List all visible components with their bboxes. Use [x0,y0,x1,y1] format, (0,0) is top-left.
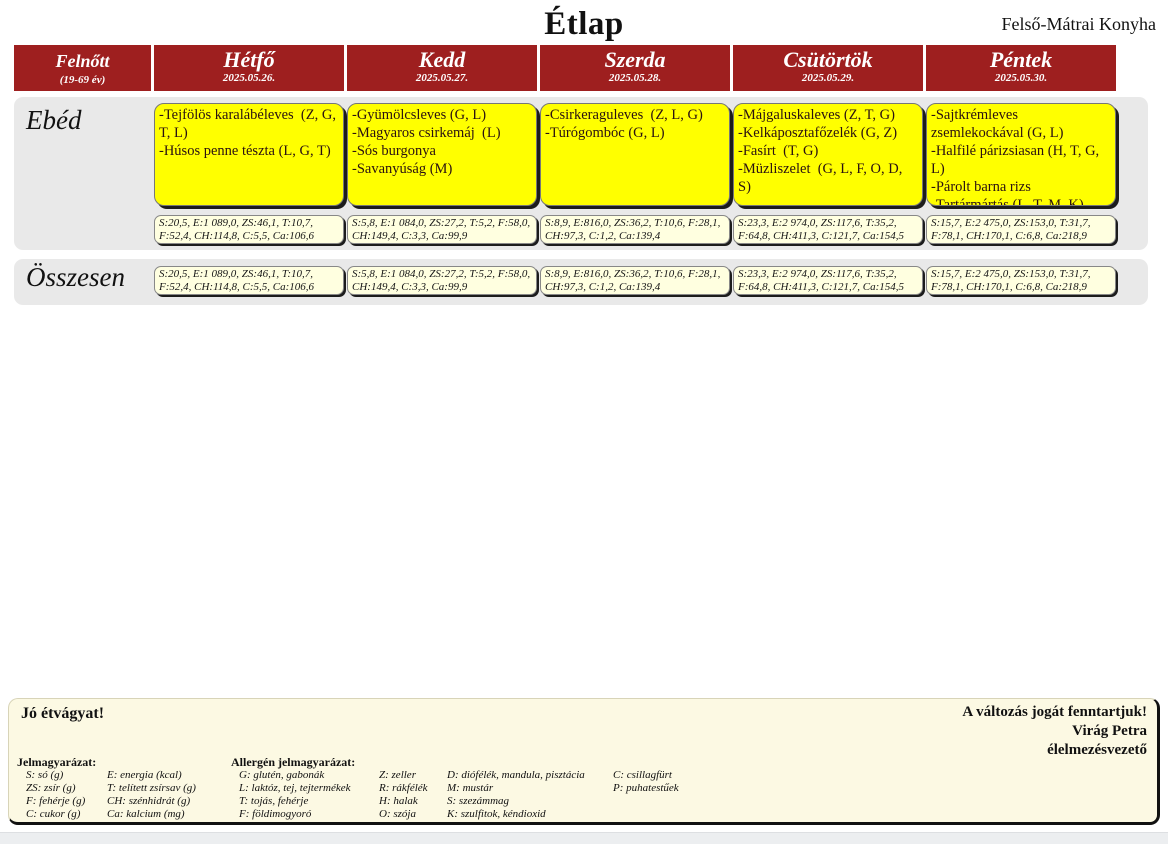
allergen-legend-title: Allergén jelmagyarázat: [231,755,356,769]
menu-box-thursday: -Májgaluskaleves (Z, T, G) -Kelkáposztaf… [733,103,923,206]
day-name: Péntek [989,47,1053,72]
age-group-name: Felnőtt [55,51,110,71]
total-row-label: Összesen [26,262,125,292]
nutrition-box-tuesday: S:5,8, E:1 084,0, ZS:27,2, T:5,2, F:58,0… [347,215,537,244]
nutrition-box-thursday: S:23,3, E:2 974,0, ZS:117,6, T:35,2, F:6… [733,215,923,244]
disclaimer-text: A változás jogát fenntartjuk! [962,704,1147,720]
total-row: Összesen S:20,5, E:1 089,0, ZS:46,1, T:1… [14,259,1148,305]
allergen-column-2: Z: zeller R: rákfélék H: halak O: szója [379,769,428,820]
signature-title: élelmezésvezető [1047,742,1147,758]
nutrition-box-monday: S:20,5, E:1 089,0, ZS:46,1, T:10,7, F:52… [154,215,344,244]
greeting-text: Jó étvágyat! [21,705,105,722]
allergen-column-3: D: diófélék, mandula, pisztácia M: mustá… [447,769,585,820]
total-nutrition-tuesday: S:5,8, E:1 084,0, ZS:27,2, T:5,2, F:58,0… [347,266,537,295]
table-header-row: Felnőtt (19-69 év) Hétfő 2025.05.26. Ked… [14,45,1116,91]
total-nutrition-thursday: S:23,3, E:2 974,0, ZS:117,6, T:35,2, F:6… [733,266,923,295]
day-date: 2025.05.29. [801,72,855,84]
page-title: Étlap [544,6,624,42]
day-date: 2025.05.28. [608,72,662,84]
allergen-column-1: G: glutén, gabonák L: laktóz, tej, tejte… [239,769,351,820]
menu-box-wednesday: -Csirkeraguleves (Z, L, G) -Túrógombóc (… [540,103,730,206]
meal-row-lunch: Ebéd -Tejfölös karalábéleves (Z, G, T, L… [14,97,1148,250]
day-date: 2025.05.26. [222,72,276,84]
header-cell-thursday: Csütörtök 2025.05.29. [733,45,923,91]
header-cell-monday: Hétfő 2025.05.26. [154,45,344,91]
day-name: Hétfő [223,47,275,72]
age-group-range: (19-69 év) [59,74,106,86]
footer-panel: Jó étvágyat! A változás jogát fenntartju… [8,698,1160,825]
nutrition-box-friday: S:15,7, E:2 475,0, ZS:153,0, T:31,7, F:7… [926,215,1116,244]
total-nutrition-wednesday: S:8,9, E:816,0, ZS:36,2, T:10,6, F:28,1,… [540,266,730,295]
header-cell-friday: Péntek 2025.05.30. [926,45,1116,91]
total-nutrition-monday: S:20,5, E:1 089,0, ZS:46,1, T:10,7, F:52… [154,266,344,295]
allergen-column-4: C: csillagfürt P: puhatestűek [613,769,679,794]
legend-column-1: S: só (g) ZS: zsír (g) F: fehérje (g) C:… [26,769,86,820]
header-cell-wednesday: Szerda 2025.05.28. [540,45,730,91]
header-cell-tuesday: Kedd 2025.05.27. [347,45,537,91]
signoff-block: A változás jogát fenntartjuk! Virág Petr… [962,703,1147,760]
total-nutrition-friday: S:15,7, E:2 475,0, ZS:153,0, T:31,7, F:7… [926,266,1116,295]
spacer [14,215,151,244]
day-name: Kedd [418,47,466,72]
day-name: Szerda [604,47,666,72]
day-date: 2025.05.27. [415,72,469,84]
bottom-strip [0,832,1168,844]
legend-column-2: E: energia (kcal) T: telített zsírsav (g… [107,769,196,820]
day-name: Csütörtök [783,47,873,72]
menu-box-tuesday: -Gyümölcsleves (G, L) -Magyaros csirkemá… [347,103,537,206]
menu-box-friday: -Sajtkrémleves zsemlekockával (G, L) -Ha… [926,103,1116,206]
legend-title: Jelmagyarázat: [17,755,97,769]
nutrition-box-wednesday: S:8,9, E:816,0, ZS:36,2, T:10,6, F:28,1,… [540,215,730,244]
day-date: 2025.05.30. [994,72,1048,84]
organization-name: Felső-Mátrai Konyha [1001,14,1156,34]
signature-name: Virág Petra [1072,723,1147,739]
menu-box-monday: -Tejfölös karalábéleves (Z, G, T, L) -Hú… [154,103,344,206]
meal-row-label: Ebéd [26,105,82,135]
header-cell-age-group: Felnőtt (19-69 év) [14,45,151,91]
